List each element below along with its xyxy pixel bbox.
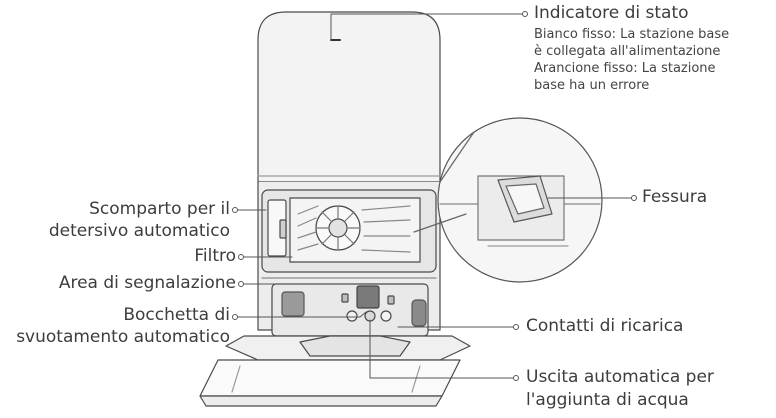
label-status-indicator: Indicatore di stato [534, 3, 689, 23]
label-status-desc-4: base ha un errore [534, 78, 650, 93]
label-signal-area: Area di segnalazione [58, 273, 236, 293]
filter-compartment [261, 189, 437, 273]
label-nozzle-1: Bocchetta di [123, 305, 230, 325]
label-filter: Filtro [194, 246, 236, 266]
label-water-outlet-1: Uscita automatica per [526, 367, 714, 387]
ramp-base [199, 335, 471, 407]
label-status-desc-2: è collegata all'alimentazione [534, 44, 721, 59]
label-detergent-2: detersivo automatico [48, 221, 230, 241]
label-detergent-1: Scomparto per il [89, 199, 230, 219]
leader-lines [232, 11, 637, 381]
lower-panel [271, 283, 429, 337]
label-water-outlet-2: l'aggiunta di acqua [526, 390, 689, 410]
label-charging-contacts: Contatti di ricarica [526, 316, 684, 336]
signal-area [356, 285, 380, 309]
label-nozzle-2: svuotamento automatico [16, 327, 230, 347]
label-slot: Fessura [642, 187, 708, 207]
label-status-desc-3: Arancione fisso: La stazione [534, 61, 716, 76]
label-status-desc-1: Bianco fisso: La stazione base [534, 27, 730, 42]
station-body [257, 11, 441, 331]
slot-zoom-inset [413, 117, 603, 283]
